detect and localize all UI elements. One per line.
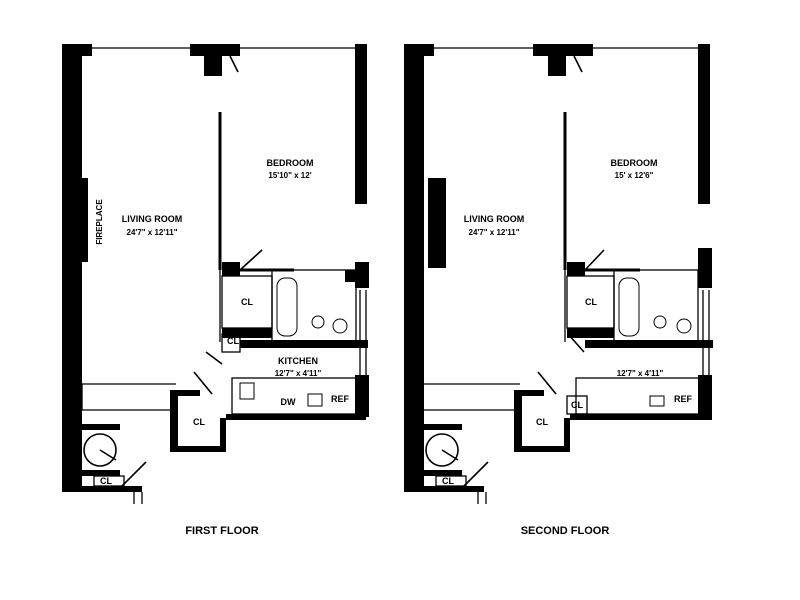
second-floor-plan bbox=[404, 44, 713, 504]
second-stair-closet-label: CL bbox=[442, 476, 454, 486]
first-hall-closet-label: CL bbox=[193, 417, 205, 427]
second-small-closet-label: CL bbox=[571, 400, 583, 410]
second-bedroom-label: BEDROOM bbox=[611, 158, 658, 168]
first-living-room-dims: 24'7" x 12'11" bbox=[127, 228, 178, 237]
second-kitchen-dims: 12'7" x 4'11" bbox=[617, 369, 664, 378]
first-floor-label: FIRST FLOOR bbox=[185, 525, 258, 537]
first-fireplace-label: FIREPLACE bbox=[95, 199, 104, 245]
second-hall-closet-label: CL bbox=[536, 417, 548, 427]
first-bedroom-closet-label: CL bbox=[241, 297, 253, 307]
second-refrigerator-label: REF bbox=[674, 394, 693, 404]
first-bedroom-dims: 15'10" x 12' bbox=[268, 171, 311, 180]
second-bedroom-dims: 15' x 12'6" bbox=[615, 171, 654, 180]
second-living-room-label: LIVING ROOM bbox=[464, 214, 525, 224]
first-dishwasher-label: DW bbox=[281, 397, 296, 407]
second-floor-label: SECOND FLOOR bbox=[521, 525, 610, 537]
second-living-room-dims: 24'7" x 12'11" bbox=[469, 228, 520, 237]
first-living-room-label: LIVING ROOM bbox=[122, 214, 183, 224]
second-bedroom-closet-label: CL bbox=[585, 297, 597, 307]
first-stair-closet-label: CL bbox=[100, 476, 112, 486]
first-kitchen-label: KITCHEN bbox=[278, 356, 318, 366]
first-small-closet-label: CL bbox=[227, 336, 239, 346]
first-refrigerator-label: REF bbox=[331, 394, 350, 404]
first-bedroom-label: BEDROOM bbox=[267, 158, 314, 168]
second-fireplace-label: FIREPLACE bbox=[437, 203, 446, 249]
first-kitchen-dims: 12'7" x 4'11" bbox=[275, 369, 322, 378]
first-floor-plan bbox=[62, 44, 369, 504]
